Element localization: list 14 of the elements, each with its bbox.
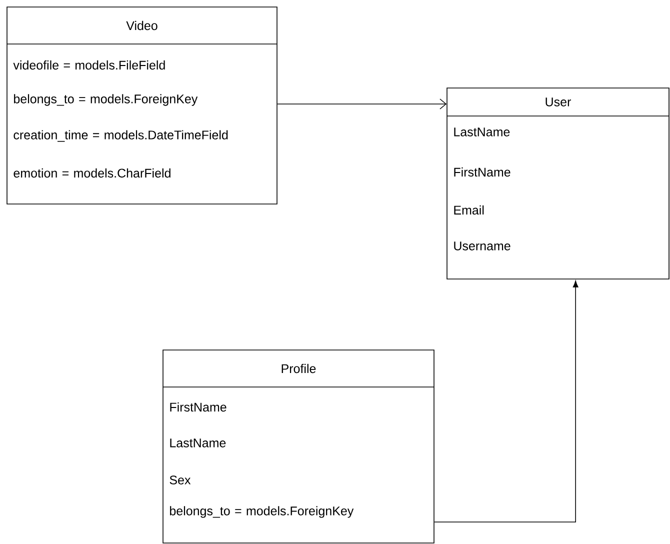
arrow — [277, 98, 447, 110]
attribute-row: Sex — [170, 476, 191, 484]
attribute-row: emotion = models.CharField — [14, 168, 170, 178]
attribute-row: FirstName — [454, 167, 510, 177]
attribute-row: creation_time = models.DateTimeField — [14, 130, 228, 142]
attribute-row: LastName — [454, 128, 510, 136]
attribute-row: belongs_to = models.ForeignKey — [14, 94, 198, 106]
attribute-row: belongs_to = models.ForeignKey — [170, 506, 354, 518]
attribute-row: FirstName — [170, 402, 226, 412]
attribute-row: LastName — [170, 438, 226, 448]
attribute-row: videofile = models.FileField — [13, 60, 165, 70]
arrow — [434, 280, 578, 522]
attribute-row: Username — [454, 242, 510, 250]
attribute-row: Email — [454, 205, 484, 215]
